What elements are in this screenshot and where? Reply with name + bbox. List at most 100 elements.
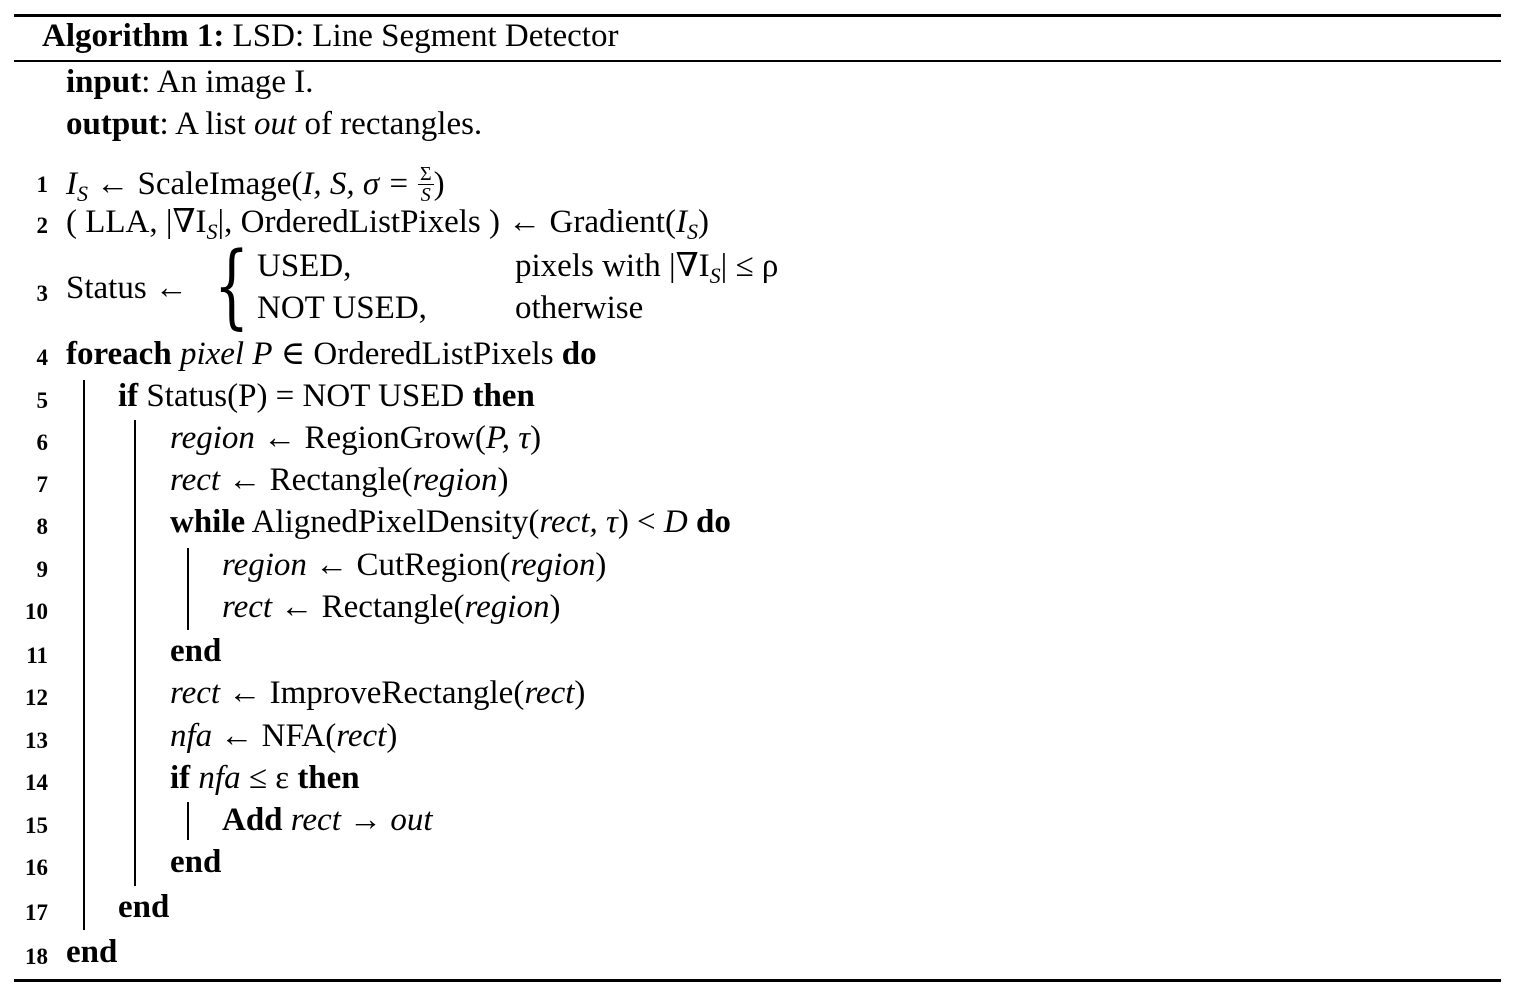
output-text-pre: : A list (159, 106, 255, 142)
loop-set: ∈ OrderedListPixels (272, 336, 562, 372)
var-d: D (663, 504, 688, 540)
keyword-while: while (170, 504, 246, 540)
line-number: 13 (25, 728, 48, 753)
tuple-text-2: |, OrderedListPixels ) ← Gradient( (217, 204, 676, 240)
line-13: nfa ← NFA(rect) (170, 720, 397, 753)
statement-text: ← RegionGrow( (254, 420, 486, 456)
output-line: output: A list out of rectangles. (66, 108, 482, 141)
keyword-end: end (66, 934, 118, 970)
condition-post: | ≤ ρ (720, 248, 779, 284)
statement-text: ← CutRegion( (306, 547, 511, 583)
line-number: 14 (25, 770, 48, 795)
keyword-end: end (170, 633, 222, 669)
keyword-then: then (297, 760, 360, 796)
right-arrow: → (340, 802, 391, 838)
line-number: 7 (36, 472, 49, 497)
line-8: while AlignedPixelDensity(rect, τ) < D d… (170, 506, 731, 539)
keyword-end: end (118, 889, 170, 925)
func-args: I, S, σ = (302, 166, 418, 202)
func-arg: region (464, 589, 550, 625)
line-2: ( LLA, |∇IS|, OrderedListPixels ) ← Grad… (66, 206, 709, 243)
line-4: foreach pixel P ∈ OrderedListPixels do (66, 338, 597, 371)
func-arg: region (412, 462, 498, 498)
keyword-if: if (170, 760, 191, 796)
var-rect: rect (170, 462, 221, 498)
close-paren: ) (697, 204, 709, 240)
while-compare: ) < (617, 504, 664, 540)
close-paren: ) (497, 462, 509, 498)
line-15: Add rect → out (222, 804, 433, 837)
line-6: region ← RegionGrow(P, τ) (170, 422, 541, 455)
func-args: P, τ (485, 420, 531, 456)
line-10: rect ← Rectangle(region) (222, 591, 560, 624)
keyword-do: do (561, 336, 597, 372)
keyword-do: do (687, 504, 731, 540)
if-condition: Status(P) = NOT USED (138, 378, 473, 414)
if-block-bar (134, 420, 136, 886)
line-14: if nfa ≤ ε then (170, 762, 360, 795)
line-number: 8 (36, 514, 49, 539)
close-paren: ) (595, 547, 607, 583)
close-paren: ) (549, 589, 561, 625)
while-block-bar (187, 548, 189, 630)
bottom-rule (14, 979, 1501, 982)
input-line: input: An image I. (66, 66, 314, 99)
func-name: ScaleImage( (137, 166, 303, 202)
var-rect: rect (282, 802, 341, 838)
foreach-block-bar (83, 380, 85, 930)
line-number: 5 (36, 388, 49, 413)
fraction-denominator: S (420, 184, 431, 206)
keyword-if: if (118, 378, 139, 414)
var-rect: rect (222, 589, 273, 625)
keyword-add: Add (222, 802, 283, 838)
line-number: 4 (36, 345, 49, 370)
line-number: 18 (25, 944, 48, 969)
case-1-condition: pixels with |∇IS| ≤ ρ (515, 250, 778, 287)
close-paren: ) (530, 420, 542, 456)
var-nfa: nfa (170, 718, 213, 754)
func-arg: rect (524, 675, 575, 711)
case-2-condition: otherwise (515, 290, 644, 326)
line-9: region ← CutRegion(region) (222, 549, 606, 582)
condition-pre: pixels with |∇I (515, 248, 710, 284)
output-text-post: of rectangles. (296, 106, 483, 142)
subscript: S (77, 181, 88, 206)
line-number: 6 (36, 430, 49, 455)
keyword-foreach: foreach (66, 336, 172, 372)
line-number: 16 (25, 855, 48, 880)
statement-text: ← NFA( (212, 718, 337, 754)
subscript: S (206, 219, 218, 244)
close-paren: ) (574, 675, 586, 711)
loop-var: pixel P (171, 336, 273, 372)
line-number: 17 (25, 900, 48, 925)
output-keyword: output (66, 106, 160, 142)
var-out: out (390, 802, 433, 838)
var-is: I (66, 166, 77, 202)
keyword-then: then (472, 378, 535, 414)
fraction-numerator: Σ (417, 163, 434, 185)
line-number: 3 (36, 281, 49, 306)
subscript: S (686, 219, 698, 244)
line-3-lhs: Status ← (66, 270, 188, 306)
statement-text: ← ImproveRectangle( (220, 675, 525, 711)
line-number: 10 (25, 599, 48, 624)
line-7: rect ← Rectangle(region) (170, 464, 508, 497)
line-number: 9 (36, 557, 49, 582)
input-keyword: input (66, 64, 142, 100)
subscript: S (709, 263, 721, 288)
top-rule (14, 14, 1501, 17)
if-condition: ≤ ε (240, 760, 298, 796)
line-number: 11 (26, 643, 48, 668)
caption-rule (14, 60, 1501, 62)
var-region: region (222, 547, 307, 583)
line-12: rect ← ImproveRectangle(rect) (170, 677, 585, 710)
case-1-value: USED, (257, 248, 352, 284)
case-2-value: NOT USED, (257, 290, 427, 326)
close-paren: ) (386, 718, 398, 754)
gradient-arg: I (675, 204, 687, 240)
algorithm-title: LSD: Line Segment Detector (232, 18, 619, 54)
func-arg: rect (336, 718, 387, 754)
